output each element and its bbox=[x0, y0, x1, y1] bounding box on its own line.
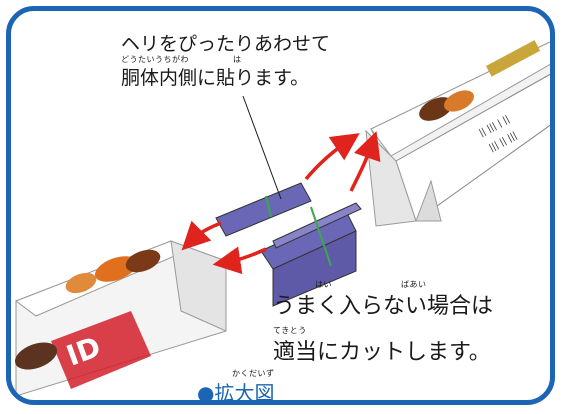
package-piece-right: || ||| | || ||| || ||| bbox=[365, 40, 550, 227]
package-piece-left: ID bbox=[14, 240, 227, 397]
caption-ruby: かくだいず bbox=[232, 369, 275, 378]
illustration-frame: || ||| | || ||| || ||| ID bbox=[6, 6, 555, 405]
curved-red-arrow-icon bbox=[181, 220, 222, 251]
instruction-top-line1: ヘリをぴったりあわせて bbox=[121, 33, 331, 55]
curved-red-arrow-icon bbox=[349, 131, 381, 192]
curved-red-arrow-icon bbox=[304, 133, 360, 181]
ruby-ha: は bbox=[233, 55, 242, 64]
caption-text: 拡大図 bbox=[214, 381, 275, 405]
ruby-tekitou: てきとう bbox=[273, 326, 307, 335]
ruby-hai: はい bbox=[315, 280, 332, 289]
curved-red-arrow-icon bbox=[212, 246, 267, 275]
bullet-icon: ● bbox=[197, 381, 215, 405]
caption: ●拡大図 bbox=[197, 377, 275, 405]
connector-tab bbox=[215, 182, 362, 307]
instruction-bottom-line2: 適当にカットします。 bbox=[273, 340, 491, 365]
assembly-diagram: || ||| | || ||| || ||| ID bbox=[14, 40, 550, 397]
leader-line bbox=[242, 95, 282, 200]
arrow-group bbox=[181, 131, 381, 275]
instruction-top-line2: 胴体内側に貼ります。 bbox=[121, 67, 310, 89]
ruby-baai: ばあい bbox=[401, 280, 427, 289]
ruby-doutai-uchigawa: どうたいうちがわ bbox=[121, 55, 189, 64]
instruction-bottom-line1: うまく入らない場合は bbox=[273, 294, 494, 319]
